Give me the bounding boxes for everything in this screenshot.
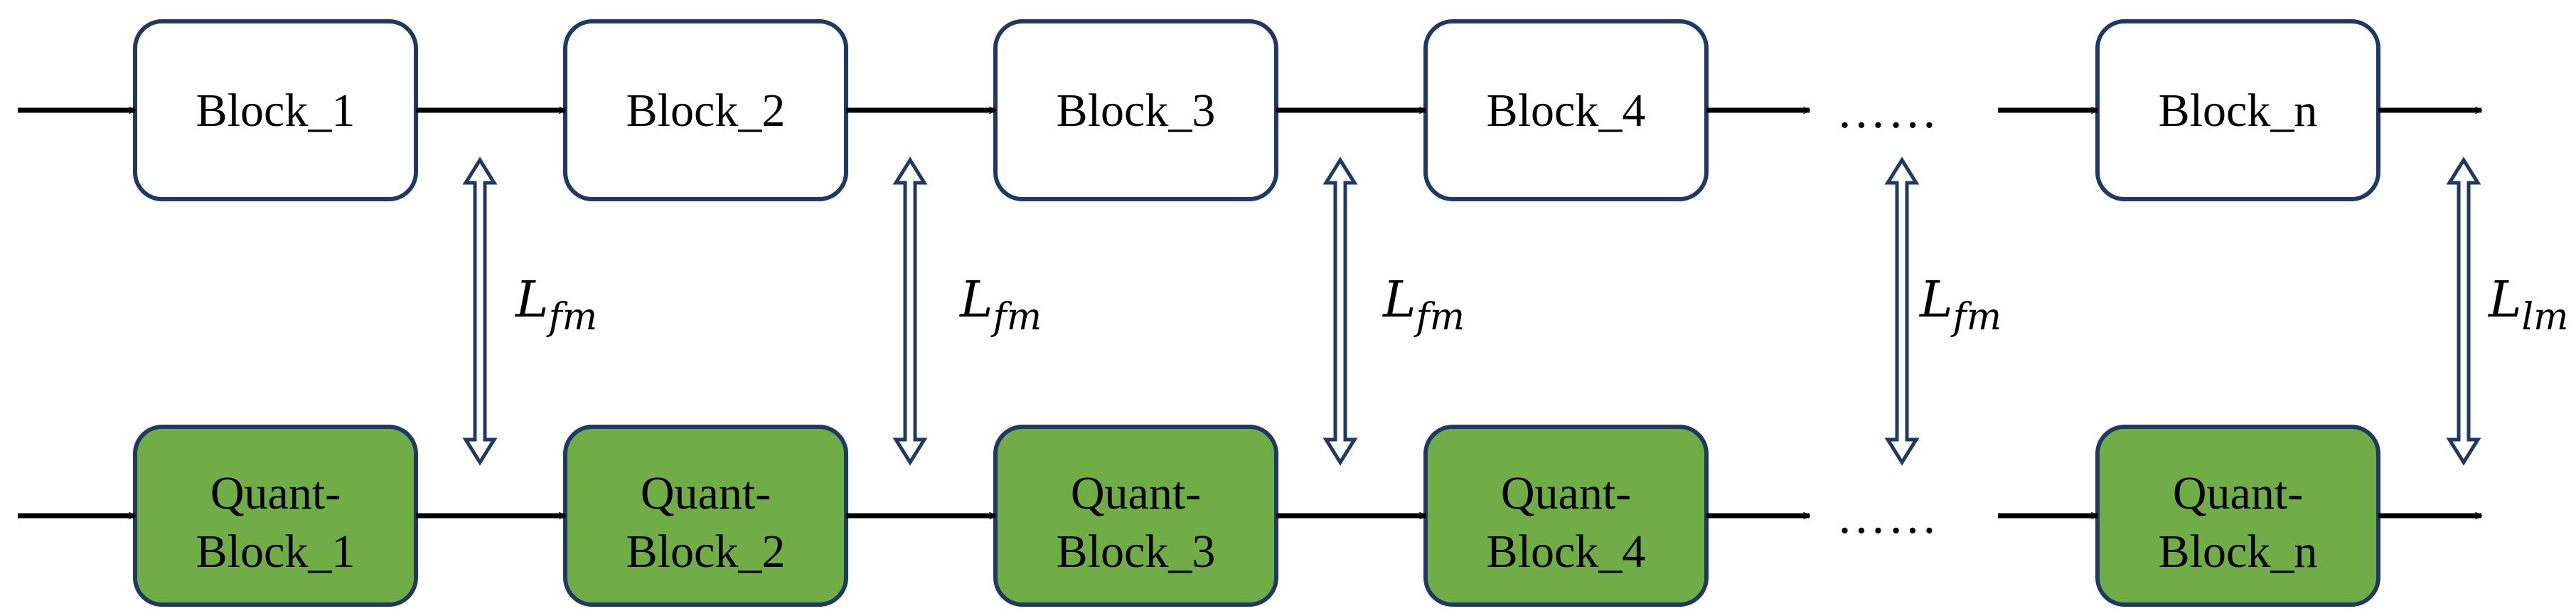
quant-block-2: Quant- Block_2 xyxy=(563,425,848,607)
block-name-3: Block_3 xyxy=(1057,85,1216,137)
quant-block-prefix-5: Quant- xyxy=(2173,467,2303,519)
loss-link-2: Lfm xyxy=(892,156,1042,466)
quant-block-name-4: Block_4 xyxy=(1487,526,1646,578)
loss-link-3: Lfm xyxy=(1322,156,1465,466)
quant-block-prefix-3: Quant- xyxy=(1071,467,1201,519)
quant-block-4: Quant- Block_4 xyxy=(1423,425,1709,607)
loss-label-4: Lfm xyxy=(1918,270,2002,339)
quant-block-1: Quant- Block_1 xyxy=(133,425,418,607)
block-name-4: Block_4 xyxy=(1487,85,1646,137)
bottom-row: Quant-Block_1Quant-Block_2Quant-Block_3Q… xyxy=(18,425,2481,607)
quant-block-5: Quant- Block_n xyxy=(2095,425,2380,607)
block-1: Block_1 xyxy=(133,19,418,201)
loss-links: Lfm Lfm Lfm Lfm Llm xyxy=(462,156,2568,466)
block-name-1: Block_1 xyxy=(196,85,356,137)
loss-link-1: Lfm xyxy=(462,156,597,466)
quant-block-prefix-1: Quant- xyxy=(210,467,341,519)
double-arrow-4 xyxy=(1884,156,1920,466)
quant-block-name-5: Block_n xyxy=(2159,526,2318,578)
loss-link-5: Llm xyxy=(2446,156,2568,466)
quant-block-name-2: Block_2 xyxy=(626,526,786,578)
top-row: Block_1 Block_2 Block_3 Block_4 Block_n …… xyxy=(18,19,2481,201)
block-2: Block_2 xyxy=(563,19,848,201)
bottom-ellipsis: …… xyxy=(1837,489,1939,544)
loss-label-3: Lfm xyxy=(1381,270,1465,339)
block-3: Block_3 xyxy=(993,19,1278,201)
quant-block-name-3: Block_3 xyxy=(1057,526,1216,578)
quant-block-name-1: Block_1 xyxy=(196,526,356,578)
loss-link-4: Lfm xyxy=(1884,156,2002,466)
double-arrow-3 xyxy=(1322,156,1358,466)
block-4: Block_4 xyxy=(1423,19,1709,201)
block-5: Block_n xyxy=(2095,19,2380,201)
top-ellipsis: …… xyxy=(1837,84,1939,139)
double-arrow-2 xyxy=(892,156,928,466)
quant-block-prefix-2: Quant- xyxy=(641,467,771,519)
double-arrow-5 xyxy=(2446,156,2481,466)
loss-label-5: Llm xyxy=(2487,270,2568,339)
block-name-2: Block_2 xyxy=(626,85,786,137)
quant-block-3: Quant- Block_3 xyxy=(993,425,1278,607)
loss-label-2: Lfm xyxy=(958,270,1042,339)
block-name-5: Block_n xyxy=(2159,85,2318,137)
quant-block-prefix-4: Quant- xyxy=(1501,467,1631,519)
double-arrow-1 xyxy=(462,156,498,466)
loss-label-1: Lfm xyxy=(514,270,597,339)
